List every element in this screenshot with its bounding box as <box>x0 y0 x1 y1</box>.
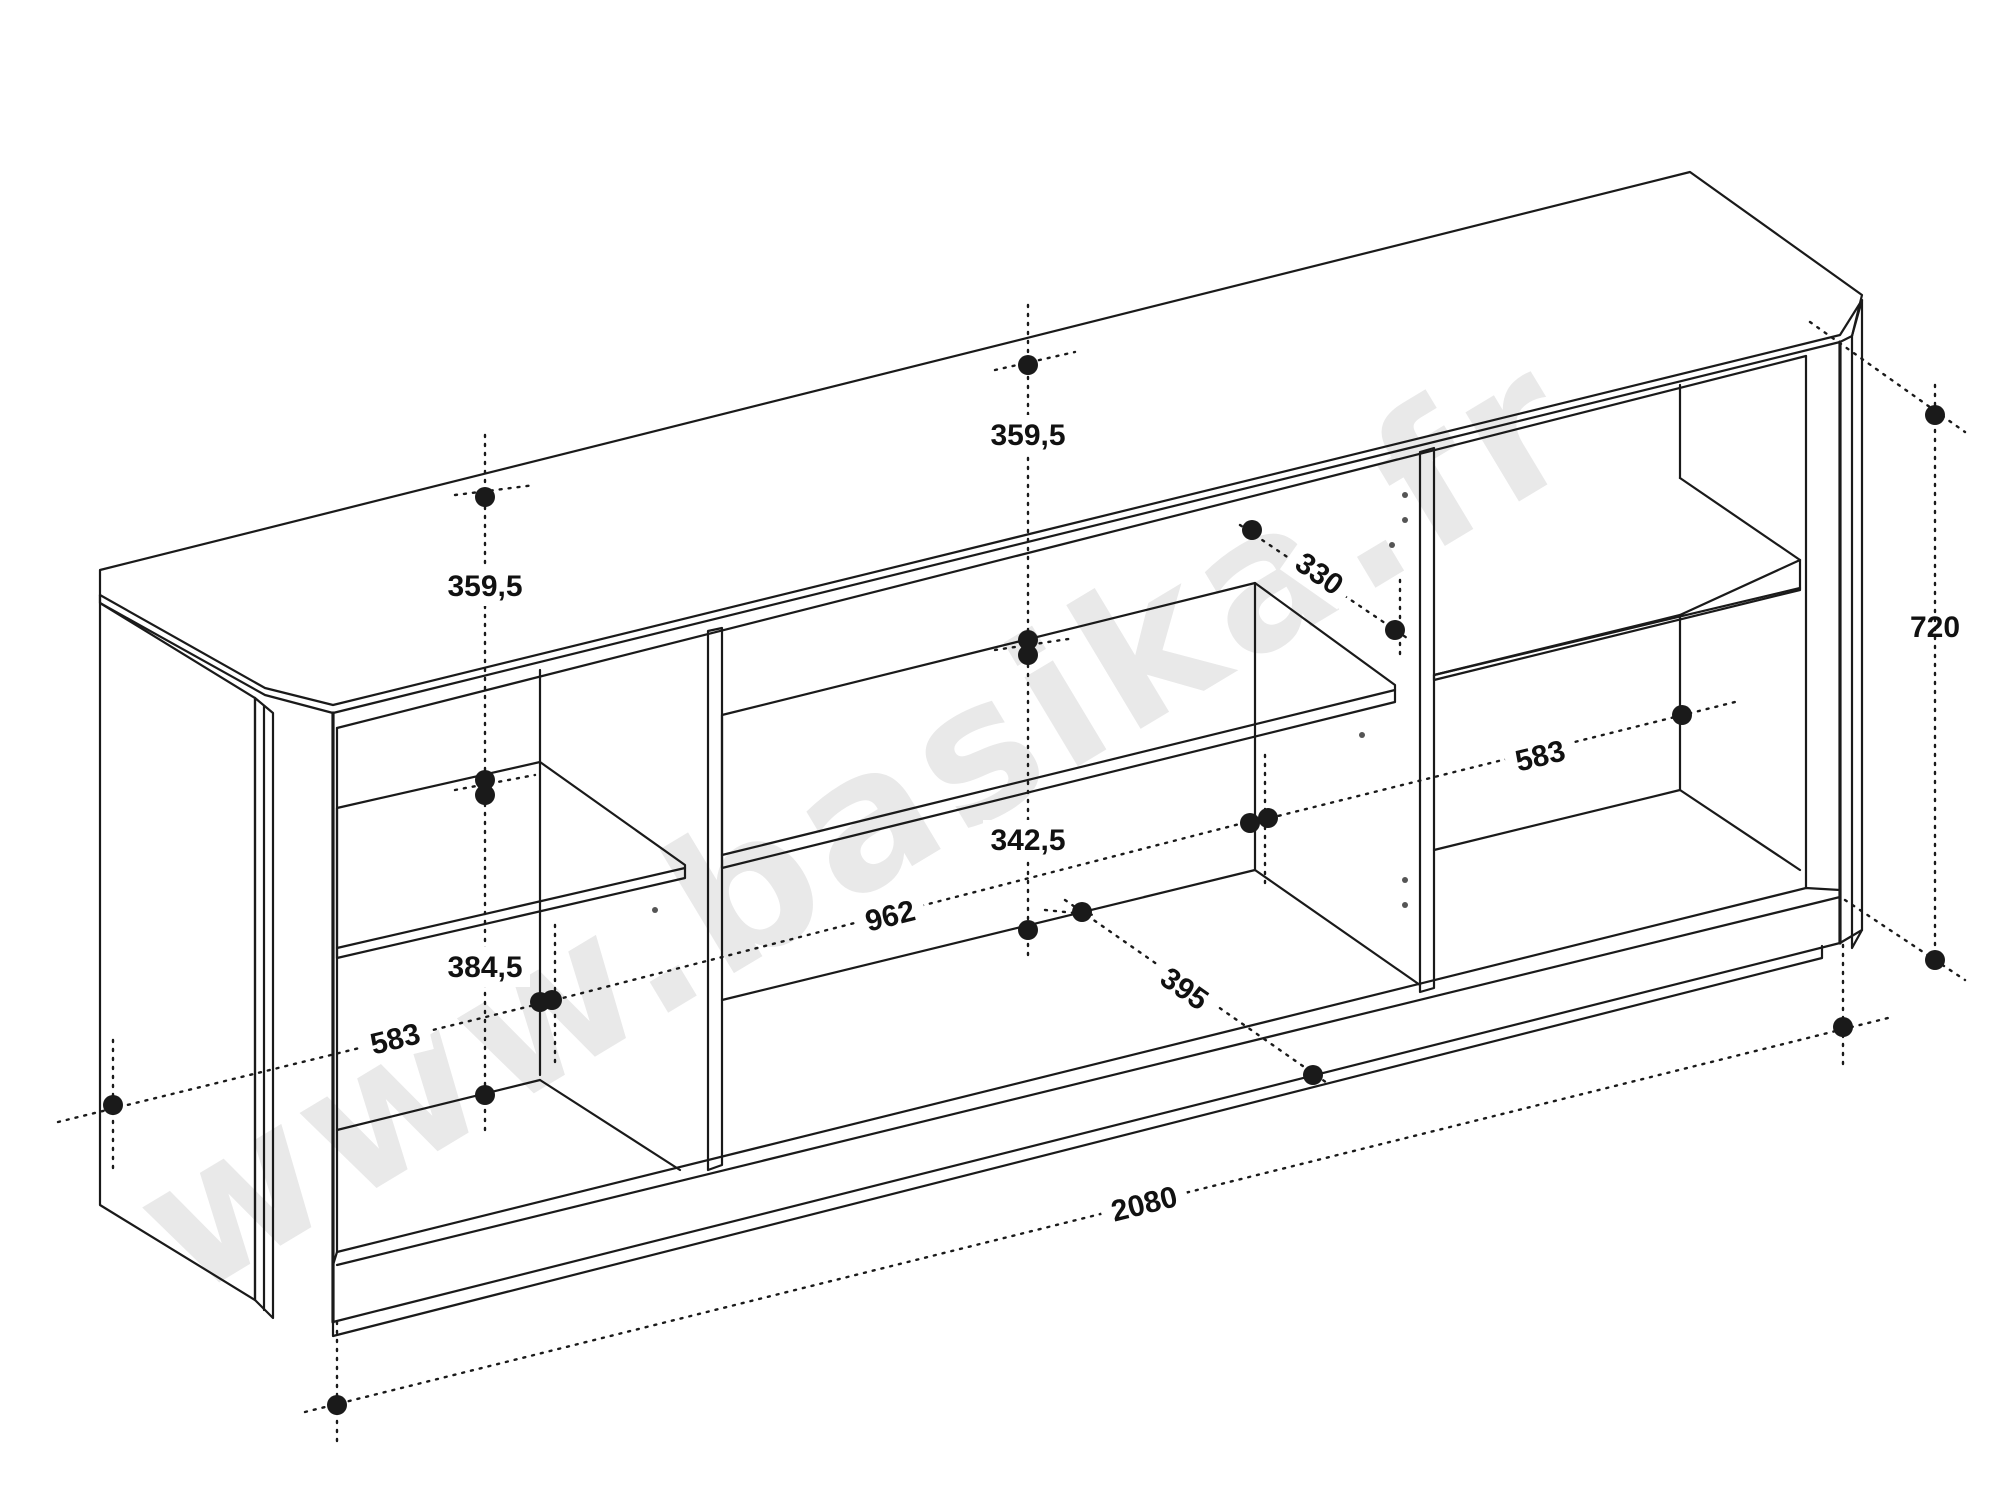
dim-line-depth-right <box>1268 700 1737 820</box>
label-bg <box>1144 951 1226 1025</box>
shelf-right-upper <box>1432 558 1802 682</box>
dim-ext-left-top <box>453 483 537 497</box>
inner-back-top <box>335 354 1808 730</box>
dim-ext-395-top <box>1043 908 1097 917</box>
divider-right <box>1418 446 1436 994</box>
pin-hole <box>1402 902 1408 908</box>
divider-left <box>706 626 724 1172</box>
dim-line-width <box>303 1016 1890 1414</box>
cabinet-outline <box>98 170 1864 1338</box>
right-front-post <box>1850 298 1864 950</box>
label-bg <box>851 887 929 943</box>
dim-label-width: 2080 <box>1108 1180 1181 1228</box>
dim-dot <box>1018 920 1038 940</box>
shelf-center-top <box>720 581 1397 870</box>
dim-label-center-top: 359,5 <box>990 419 1065 452</box>
dim-dot <box>1258 808 1278 828</box>
label-bg <box>1279 536 1361 610</box>
dim-dot <box>1385 620 1405 640</box>
dim-dot <box>1925 405 1945 425</box>
dim-dot <box>542 990 562 1010</box>
dim-dot <box>1672 705 1692 725</box>
dim-label-left-top: 359,5 <box>447 570 522 603</box>
label-bg <box>1096 1172 1192 1234</box>
plinth-base <box>331 944 1824 1338</box>
plinth-top-edge <box>335 895 1842 1267</box>
floor-left-side <box>538 1078 682 1172</box>
left-front-post <box>253 696 275 1320</box>
dim-dot <box>1242 520 1262 540</box>
label-bg <box>440 947 530 987</box>
dim-dot <box>1018 355 1038 375</box>
dim-dot <box>475 1085 495 1105</box>
dim-line-depth-top-shelf <box>1238 523 1412 642</box>
dimension-labels: 2080 720 583 962 583 395 330 359,5 384,5… <box>356 415 1960 1234</box>
top-panel-edge <box>98 298 1864 707</box>
dim-ext-height-bottom <box>1843 898 1967 982</box>
dim-dot <box>1833 1017 1853 1037</box>
plinth-right-end <box>1838 928 1864 945</box>
pin-hole <box>1402 517 1408 523</box>
dim-dot <box>475 487 495 507</box>
label-bg <box>983 820 1073 860</box>
dim-dot <box>103 1095 123 1115</box>
pin-hole <box>652 907 658 913</box>
right-shelf-side <box>1678 476 1802 562</box>
label-bg <box>1501 727 1579 783</box>
dim-dot <box>475 785 495 805</box>
dim-dot <box>1925 950 1945 970</box>
pin-hole <box>1402 492 1408 498</box>
label-bg <box>440 566 530 606</box>
dim-ext-left-mid <box>453 773 537 792</box>
dim-dot <box>475 770 495 790</box>
shelf-center-front <box>720 688 1397 857</box>
pin-hole <box>1402 877 1408 883</box>
label-bg <box>983 415 1073 455</box>
pin-hole <box>1389 542 1395 548</box>
dim-label-center-bottom: 342,5 <box>990 824 1065 857</box>
dim-dot <box>1303 1065 1323 1085</box>
floor-left-back <box>335 1078 542 1132</box>
shelf-left-front <box>335 866 687 950</box>
right-floor-side <box>1678 788 1802 872</box>
dim-dot <box>327 1395 347 1415</box>
dim-dot <box>1240 813 1260 833</box>
right-floor-back <box>1432 788 1682 852</box>
dim-dot <box>1018 645 1038 665</box>
center-floor-side <box>1253 868 1422 987</box>
center-back-lower <box>720 868 1257 1002</box>
dim-dot <box>1018 630 1038 650</box>
dim-dot <box>1072 902 1092 922</box>
dim-label-height: 720 <box>1910 611 1960 644</box>
dim-label-left-bottom: 384,5 <box>447 951 522 984</box>
label-bg <box>356 1010 434 1066</box>
pin-hole <box>1359 732 1365 738</box>
shelf-left <box>335 760 687 960</box>
